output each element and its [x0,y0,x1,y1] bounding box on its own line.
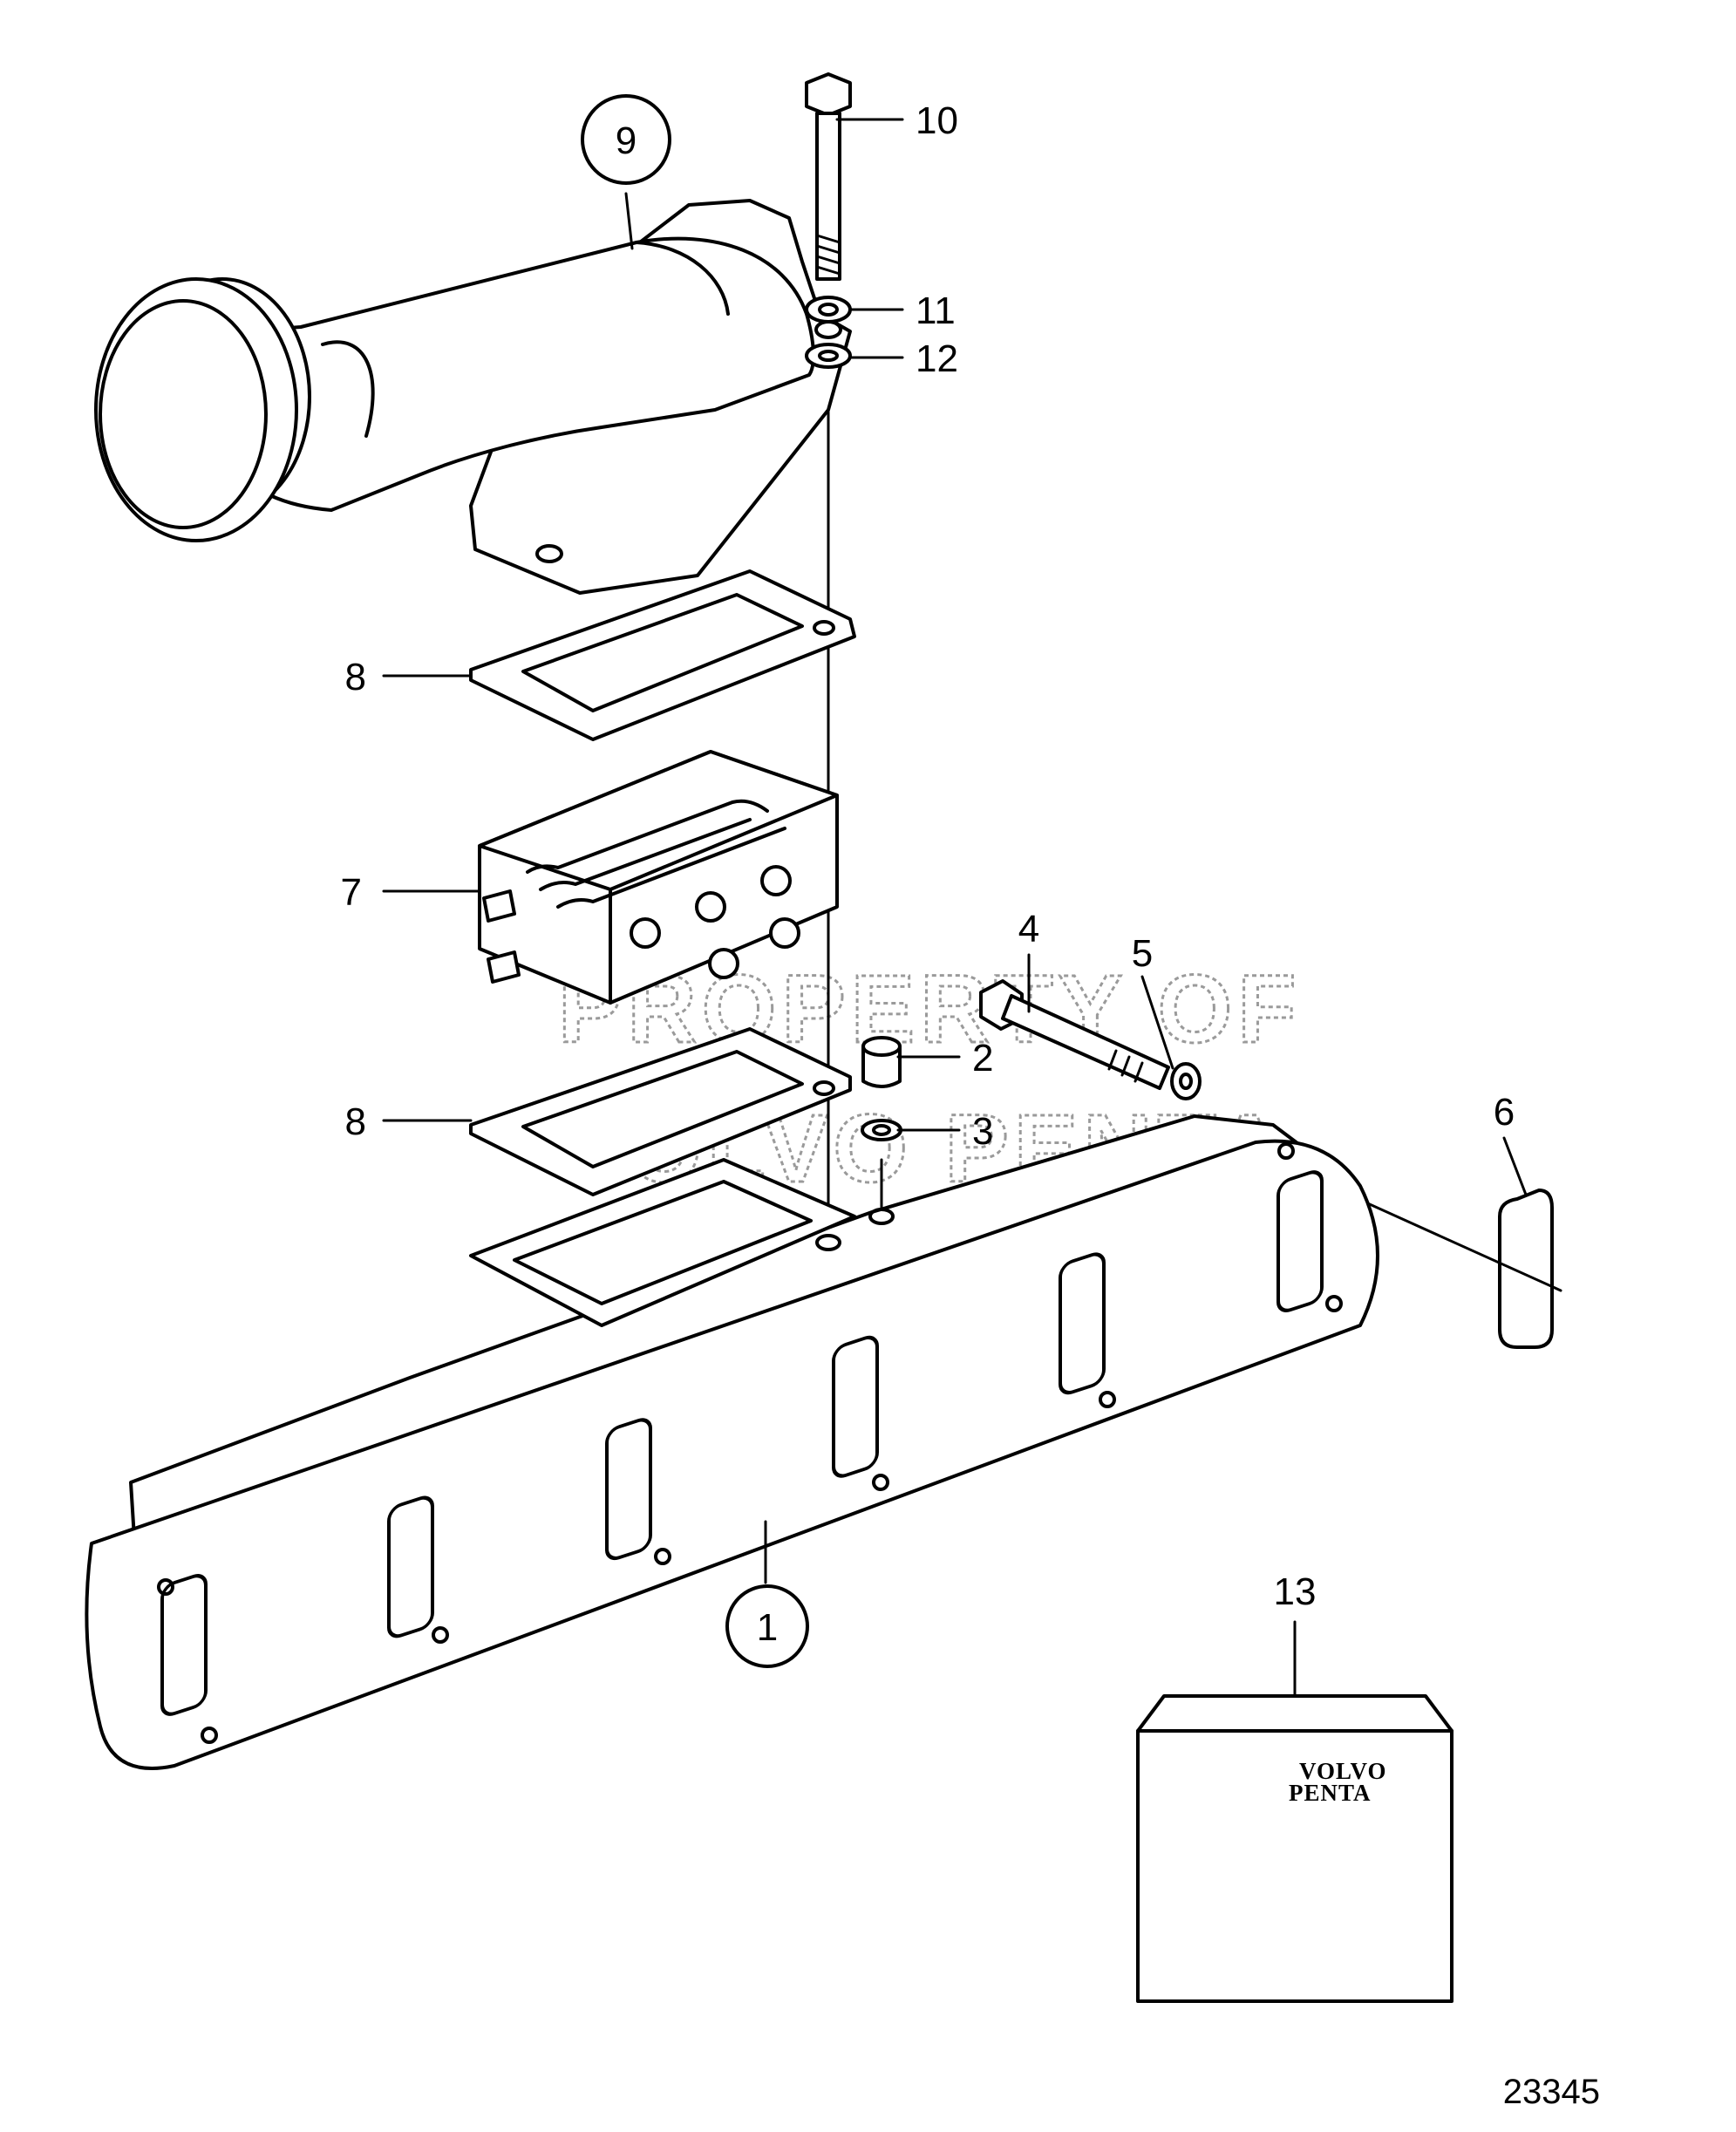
kit-logo-line2: PENTA [1289,1780,1372,1806]
svg-text:9: 9 [616,119,637,162]
manifold-ports [160,1170,1324,1716]
exhaust-manifold-part [85,1114,1379,1770]
screw-part [979,979,1170,1090]
callout-5: 5 [1132,932,1153,975]
callout-8-upper: 8 [345,656,366,698]
plug-part [861,1036,902,1088]
callout-1: 1 [725,1584,809,1668]
callout-7: 7 [341,871,362,914]
washer-part-12 [805,343,852,369]
kit-logo-line1: VOLVO [1299,1758,1386,1784]
svg-text:1: 1 [757,1606,778,1649]
heat-exchanger-part [478,750,839,1005]
o-ring-part [1498,1189,1554,1349]
callout-2: 2 [972,1037,993,1080]
callout-4: 4 [1018,908,1039,950]
washer-part-5 [1170,1062,1202,1100]
callout-3: 3 [972,1110,993,1153]
sealing-washer-part [861,1119,902,1141]
callout-13: 13 [1274,1570,1317,1613]
upper-gasket-part [469,569,856,741]
reference-number: 23345 [1503,2073,1600,2111]
spring-washer-part [805,296,852,324]
callout-11: 11 [916,289,956,332]
leader-lines [382,118,1528,1698]
gasket-kit-part: VOLVO PENTA [1136,1694,1453,2003]
callout-9: 9 [581,94,671,185]
lower-gasket-part [469,1027,852,1196]
bolt-part [805,72,852,281]
callout-12: 12 [916,337,958,380]
callout-10: 10 [916,99,958,142]
callout-6: 6 [1494,1091,1515,1134]
callout-8-lower: 8 [345,1100,366,1143]
exhaust-elbow-part [94,199,852,595]
